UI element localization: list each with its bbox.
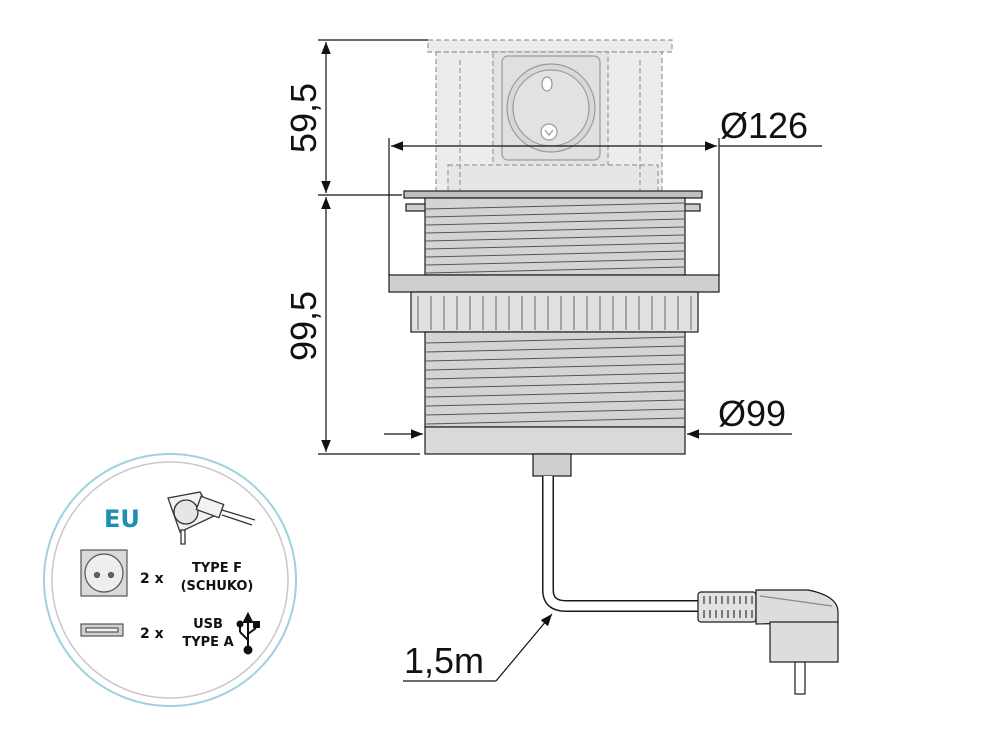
usb-count: 2 x: [140, 626, 164, 642]
thread-line: [425, 381, 685, 389]
thread-line: [425, 242, 685, 250]
plug-icon: [167, 491, 256, 545]
flange-diameter-label: Ø126: [720, 105, 808, 146]
thread-line: [425, 202, 685, 210]
socket-count: 2 x: [140, 571, 164, 587]
schuko-socket-face: [501, 55, 601, 161]
socket-type-line1: TYPE F: [192, 561, 242, 576]
power-cable: [542, 476, 700, 612]
schuko-plug: [697, 589, 839, 695]
thread-line: [425, 210, 685, 218]
thread-line: [425, 250, 685, 258]
usb-port-icon: [80, 623, 124, 637]
thread-line: [425, 218, 685, 226]
usb-symbol-icon: [236, 611, 260, 655]
upper-thread-body: [424, 197, 686, 276]
thread-line: [425, 372, 685, 380]
cable-gland: [532, 453, 572, 477]
socket-icon: [80, 549, 128, 597]
dimension-body-height: [318, 197, 420, 455]
thread-line: [425, 408, 685, 416]
thread-line: [425, 417, 685, 425]
socket-type-line2: (SCHUKO): [181, 579, 254, 594]
usb-type-line2: TYPE A: [182, 635, 233, 650]
thread-line: [425, 345, 685, 353]
popup-height-label: 59,5: [283, 83, 324, 153]
base-ring: [424, 426, 686, 455]
ribbed-nut: [410, 291, 699, 333]
eu-badge: EU 2 x TYPE F (SCHUKO) 2 x USB TYPE A: [43, 453, 297, 707]
usb-type-line1: USB: [193, 617, 223, 632]
cable-length-label: 1,5m: [404, 640, 484, 681]
thread-line: [425, 234, 685, 242]
dimension-flange-diameter: [388, 138, 822, 275]
lower-thread-body: [424, 331, 686, 428]
thread-line: [425, 336, 685, 344]
thread-line: [425, 390, 685, 398]
thread-line: [425, 363, 685, 371]
thread-line: [425, 266, 685, 274]
body-diameter-label: Ø99: [718, 393, 786, 434]
thread-line: [425, 226, 685, 234]
thread-line: [425, 258, 685, 266]
thread-line: [425, 354, 685, 362]
body-height-label: 99,5: [283, 291, 324, 361]
thread-line: [425, 399, 685, 407]
mounting-flange: [388, 274, 720, 293]
dimension-popup-height: [318, 39, 428, 196]
dimension-cable-length: [403, 613, 553, 682]
badge-region: EU: [104, 505, 140, 533]
